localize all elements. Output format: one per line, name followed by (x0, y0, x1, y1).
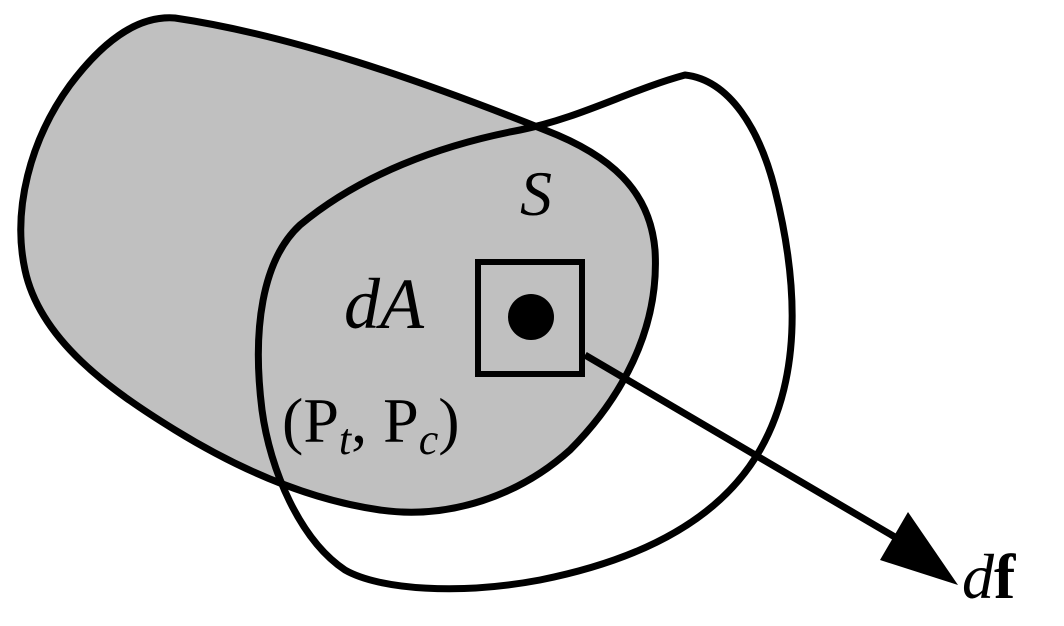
area-element-dot (508, 294, 554, 340)
pressure-close: ) (438, 385, 459, 456)
pressure-open: (P (282, 385, 339, 456)
area-element-square (475, 259, 585, 377)
force-arrow-shaft (583, 351, 902, 544)
force-label-f: f (994, 541, 1016, 612)
surface-label: S (520, 158, 552, 229)
area-element-label: dA (344, 264, 425, 344)
force-arrow-head (880, 512, 958, 585)
force-label: df (962, 541, 1016, 612)
pressure-t-subscript: t (339, 415, 353, 464)
pressure-separator: , P (351, 385, 419, 456)
pressure-c-subscript: c (419, 415, 439, 464)
outline-contour (254, 71, 796, 593)
pressure-label: (Pt, Pc) (282, 385, 460, 464)
force-label-d: d (962, 541, 995, 612)
shaded-body-region (17, 14, 659, 516)
